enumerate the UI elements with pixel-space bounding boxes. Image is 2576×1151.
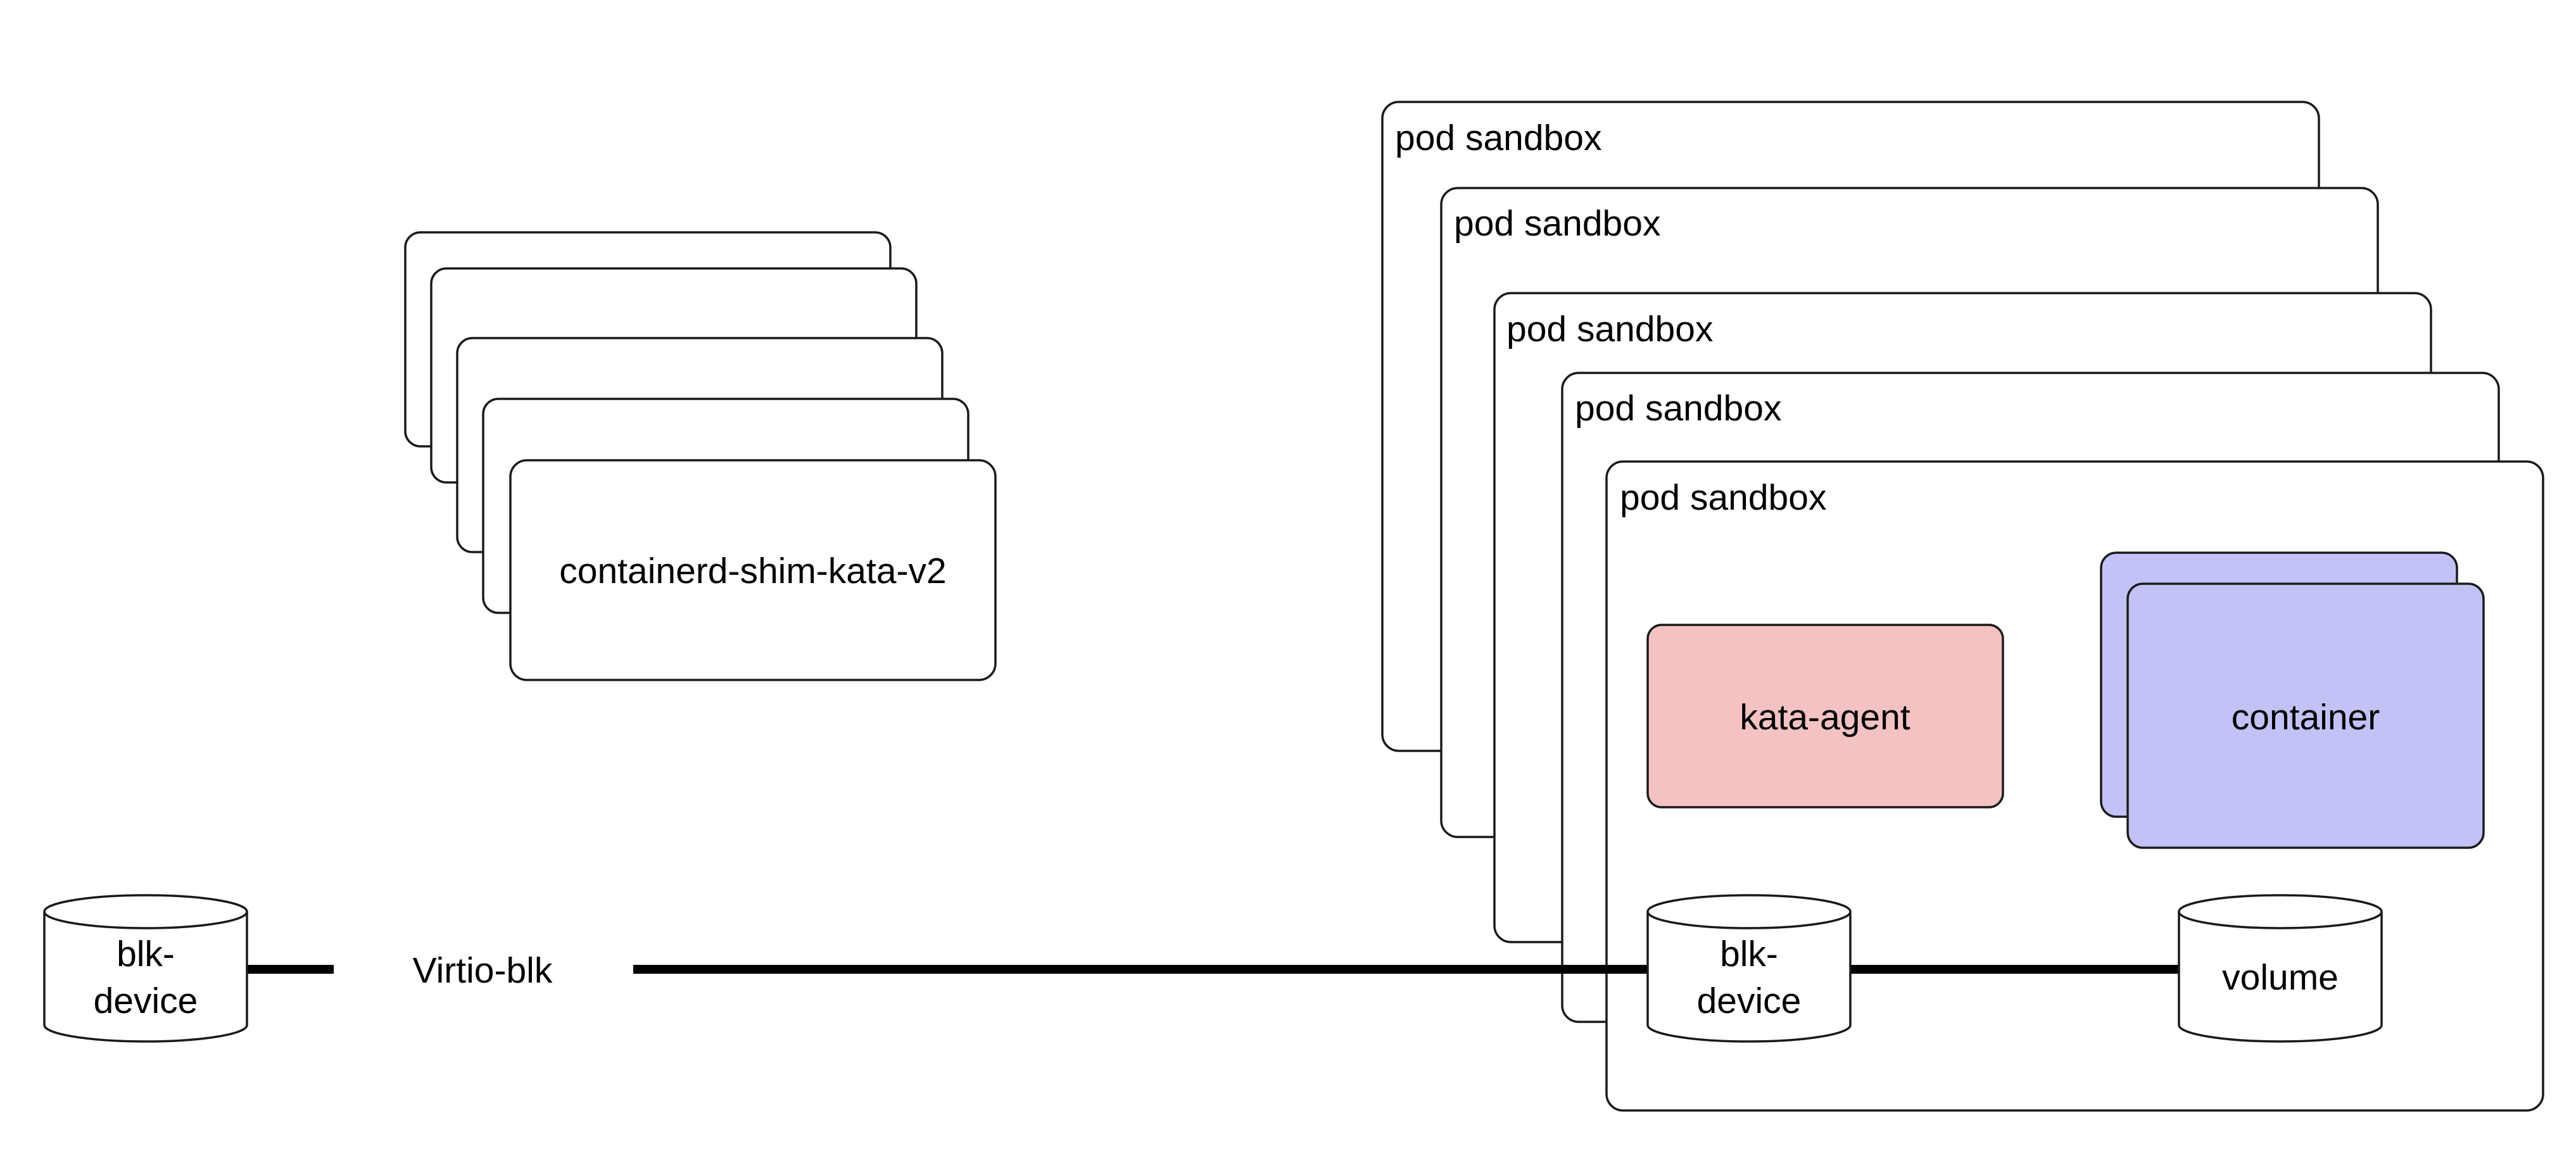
virtio-blk-connection: Virtio-blk bbox=[247, 950, 1650, 991]
kata-agent-label: kata-agent bbox=[1739, 697, 1910, 738]
shim-stack: containerd-shim-kata-v2 bbox=[404, 231, 997, 681]
volume-label: volume bbox=[2222, 957, 2339, 998]
kata-agent-box bbox=[1646, 624, 2004, 808]
volume-top bbox=[2178, 894, 2383, 929]
guest-blk-device: blk- device bbox=[1646, 894, 1852, 1043]
container-label: container bbox=[2232, 697, 2380, 738]
pod-sandbox-4-label: pod sandbox bbox=[1575, 388, 1781, 429]
host-blk-device-body bbox=[43, 912, 248, 1043]
pod-sandbox-3-label: pod sandbox bbox=[1506, 309, 1713, 349]
pod-sandbox-5-label: pod sandbox bbox=[1620, 477, 1826, 518]
guest-blk-device-label-line2: device bbox=[1697, 981, 1802, 1021]
guest-blk-device-top bbox=[1646, 894, 1852, 929]
host-blk-device: blk- device bbox=[43, 894, 248, 1043]
guest-blk-device-body bbox=[1646, 912, 1852, 1043]
container-box bbox=[2126, 582, 2485, 849]
pod-sandbox-1-label: pod sandbox bbox=[1395, 118, 1601, 158]
shim-box bbox=[509, 459, 997, 681]
shim-label: containerd-shim-kata-v2 bbox=[559, 551, 946, 591]
guest-blk-device-label-line1: blk- bbox=[1720, 934, 1778, 974]
host-blk-device-label-line1: blk- bbox=[117, 934, 175, 974]
host-blk-device-top bbox=[43, 894, 248, 929]
volume-body bbox=[2178, 912, 2383, 1043]
virtio-label: Virtio-blk bbox=[413, 950, 553, 991]
host-blk-device-label-line2: device bbox=[94, 981, 198, 1021]
volume: volume bbox=[2178, 894, 2383, 1043]
pod-sandbox-2-label: pod sandbox bbox=[1454, 203, 1660, 244]
